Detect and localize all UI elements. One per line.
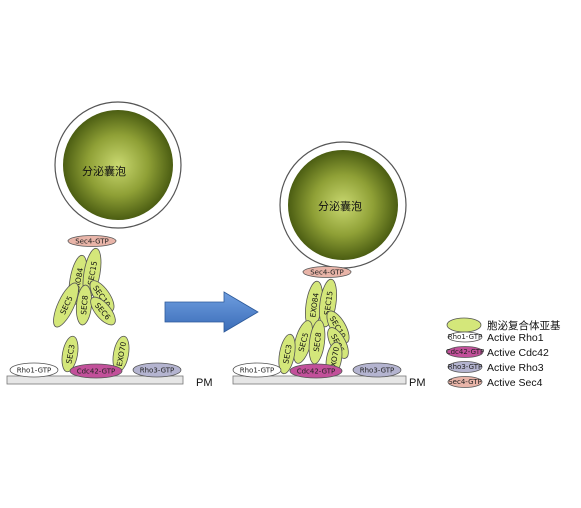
legend-subunit-swatch	[446, 317, 482, 333]
svg-text:EXO84: EXO84	[308, 292, 320, 318]
svg-text:SEC15: SEC15	[86, 260, 99, 286]
vesicle-left: 分泌囊泡	[54, 101, 182, 229]
cdc42-gtp-left: Cdc42-GTP	[69, 363, 123, 379]
vesicle-lumen	[63, 110, 173, 220]
vesicle-label: 分泌囊泡	[82, 164, 126, 178]
vesicle-lumen	[288, 150, 398, 260]
svg-text:Sec4-GTP: Sec4-GTP	[75, 238, 109, 246]
subunit-exo70: EXO70	[112, 335, 130, 373]
legend-subunit-label: 胞泌复合体亚基	[487, 319, 561, 332]
legend-sec4-label: Active Sec4	[487, 377, 543, 389]
subunit-sec8: SEC8	[75, 284, 93, 326]
svg-text:Sec4-GTP: Sec4-GTP	[448, 378, 482, 386]
legend-item-cdc42: Cdc42-GTP Active Cdc42	[446, 346, 549, 359]
svg-text:Rho1-GTP: Rho1-GTP	[240, 367, 275, 375]
sec4-gtp-left: Sec4-GTP	[67, 235, 117, 247]
legend-item-sec4: Sec4-GTP Active Sec4	[447, 376, 543, 389]
pm-label-left: PM	[196, 377, 213, 389]
legend-item-rho3: Rho3-GTP Active Rho3	[447, 361, 544, 374]
svg-text:SEC3: SEC3	[64, 343, 76, 364]
subunit-sec5: SEC5	[53, 282, 79, 328]
legend-rho1-label: Active Rho1	[487, 332, 544, 344]
vesicle-label: 分泌囊泡	[318, 199, 362, 213]
vesicle-right: 分泌囊泡	[279, 141, 407, 269]
legend-cdc42-label: Active Cdc42	[487, 347, 549, 359]
sec4-gtp-right: Sec4-GTP	[302, 266, 352, 278]
svg-text:Rho3-GTP: Rho3-GTP	[140, 367, 175, 375]
svg-text:SEC15: SEC15	[322, 290, 334, 316]
legend: 胞泌复合体亚基 Rho1-GTP Active Rho1 Cdc42-GTP A…	[446, 317, 561, 389]
subunit-sec3: SEC3	[61, 335, 79, 373]
cdc42-gtp-right: Cdc42-GTP	[289, 363, 343, 379]
legend-item-rho1: Rho1-GTP Active Rho1	[447, 331, 544, 344]
svg-text:Sec4-GTP: Sec4-GTP	[310, 269, 344, 277]
svg-text:EXO70: EXO70	[115, 341, 128, 367]
right-panel: 分泌囊泡 Sec4-GTP EXO84 SEC15 SEC10 SEC6	[232, 141, 426, 389]
left-panel: 分泌囊泡 Sec4-GTP EXO84 SEC15 SEC10 SEC5	[6, 101, 213, 389]
svg-text:Rho1-GTP: Rho1-GTP	[448, 333, 483, 341]
svg-text:Cdc42-GTP: Cdc42-GTP	[297, 368, 336, 376]
svg-text:SEC8: SEC8	[79, 295, 90, 315]
legend-rho3-label: Active Rho3	[487, 362, 544, 374]
subunit-sec3: SEC3	[278, 333, 296, 375]
svg-text:Cdc42-GTP: Cdc42-GTP	[77, 368, 116, 376]
svg-text:Rho3-GTP: Rho3-GTP	[448, 363, 483, 371]
legend-item-subunit: 胞泌复合体亚基	[446, 317, 561, 333]
subunit-sec5: SEC5	[293, 320, 313, 364]
rho3-gtp-right: Rho3-GTP	[352, 362, 402, 378]
exocyst-right: EXO84 SEC15 SEC10 SEC6 SEC5 SEC8	[278, 278, 350, 377]
svg-text:Rho3-GTP: Rho3-GTP	[360, 367, 395, 375]
rho3-gtp-left: Rho3-GTP	[132, 362, 182, 378]
subunit-sec6: SEC6	[90, 296, 116, 326]
transition-arrow	[164, 291, 259, 333]
svg-text:Rho1-GTP: Rho1-GTP	[17, 367, 52, 375]
rho1-gtp-left: Rho1-GTP	[9, 362, 59, 378]
subunit-exo84: EXO84	[305, 280, 323, 330]
exocyst-left: EXO84 SEC15 SEC10 SEC5 SEC8 SEC6	[53, 247, 116, 328]
svg-text:SEC3: SEC3	[281, 343, 293, 364]
svg-text:Cdc42-GTP: Cdc42-GTP	[446, 348, 485, 356]
pm-label-right: PM	[409, 377, 426, 389]
rho1-gtp-right: Rho1-GTP	[232, 362, 282, 378]
subunit-sec8: SEC8	[308, 319, 326, 365]
svg-text:SEC8: SEC8	[312, 332, 323, 353]
